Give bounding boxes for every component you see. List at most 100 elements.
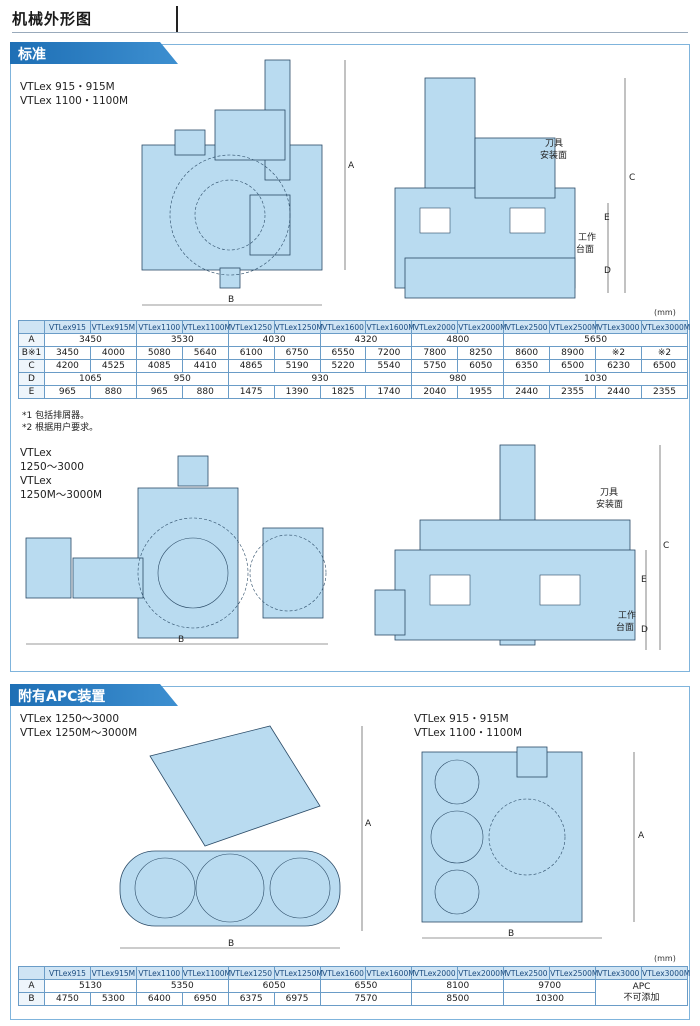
row-label: B bbox=[18, 992, 45, 1006]
drawing-standard-plan-large: B bbox=[18, 448, 348, 658]
cell: 4800 bbox=[411, 333, 505, 347]
cell: 965 bbox=[44, 385, 91, 399]
row-label: A bbox=[18, 979, 45, 993]
table-row-C: C 4200 4525 4085 4410 4865 5190 5220 554… bbox=[18, 359, 689, 373]
cell: 880 bbox=[89, 385, 137, 399]
table-header-row: VTLex915 VTLex915M VTLex1100 VTLex1100M … bbox=[18, 966, 691, 980]
cell: 6400 bbox=[135, 992, 183, 1006]
cell: 6550 bbox=[319, 346, 367, 360]
cell: 1740 bbox=[365, 385, 413, 399]
drawing-standard-plan-small: B A bbox=[130, 50, 370, 318]
svg-text:B: B bbox=[178, 635, 184, 645]
col-header: VTLex1600 bbox=[319, 320, 367, 334]
cell: 1825 bbox=[319, 385, 367, 399]
drawing-apc-small: B A bbox=[412, 742, 652, 952]
col-header: VTLex3000M bbox=[640, 966, 691, 980]
cell: 4320 bbox=[319, 333, 413, 347]
svg-text:A: A bbox=[348, 161, 355, 171]
model-label-bottom: VTLex 1250〜3000 VTLex 1250M〜3000M bbox=[20, 447, 103, 501]
cell: 8900 bbox=[549, 346, 597, 360]
col-header: VTLex3000 bbox=[595, 966, 642, 980]
cell: 4000 bbox=[89, 346, 137, 360]
col-header: VTLex1250M bbox=[273, 966, 323, 980]
cell: 4865 bbox=[227, 359, 275, 373]
svg-text:E: E bbox=[641, 575, 647, 585]
cell: 2440 bbox=[503, 385, 551, 399]
standard-unit-label: (mm) bbox=[654, 308, 676, 317]
cell: 880 bbox=[181, 385, 229, 399]
col-header: VTLex2000 bbox=[411, 966, 459, 980]
drawing-standard-front-large: C E D 刀具 安装面 工作 台面 bbox=[350, 440, 680, 665]
cell: 1475 bbox=[227, 385, 275, 399]
cell: 3450 bbox=[44, 346, 91, 360]
row-label: A bbox=[18, 333, 45, 347]
cell: 6350 bbox=[503, 359, 551, 373]
table-row-E: E 965 880 965 880 1475 1390 1825 1740 20… bbox=[18, 385, 689, 399]
col-header: VTLex915 bbox=[44, 320, 91, 334]
apc-unit-label: (mm) bbox=[654, 954, 676, 963]
cell: 6375 bbox=[227, 992, 275, 1006]
svg-text:B: B bbox=[508, 929, 514, 939]
apc-model-label-left: VTLex 1250〜3000 VTLex 1250M〜3000M bbox=[20, 713, 138, 739]
col-header: VTLex1250 bbox=[227, 966, 275, 980]
cell: 7570 bbox=[319, 992, 413, 1006]
col-header: VTLex915M bbox=[89, 966, 137, 980]
col-header: VTLex1250M bbox=[273, 320, 323, 334]
col-header: VTLex1100 bbox=[135, 320, 183, 334]
cell: 8600 bbox=[503, 346, 551, 360]
table-row-A: A 5130 5350 6050 6550 8100 9700 APC 不可添加 bbox=[18, 979, 688, 1006]
col-header: VTLex2000M bbox=[457, 320, 507, 334]
col-header: VTLex1250 bbox=[227, 320, 275, 334]
col-header: VTLex1600 bbox=[319, 966, 367, 980]
cell: 950 bbox=[135, 372, 229, 386]
col-header: VTLex2500 bbox=[503, 320, 551, 334]
cell: 5300 bbox=[89, 992, 137, 1006]
col-header: VTLex3000 bbox=[595, 320, 642, 334]
cell: 4525 bbox=[89, 359, 137, 373]
header-rule bbox=[12, 32, 688, 33]
svg-text:台面: 台面 bbox=[616, 621, 634, 633]
cell: 965 bbox=[135, 385, 183, 399]
svg-text:台面: 台面 bbox=[576, 243, 594, 255]
cell: 4750 bbox=[44, 992, 91, 1006]
col-header: VTLex915 bbox=[44, 966, 91, 980]
cell: 3530 bbox=[135, 333, 229, 347]
svg-text:刀具: 刀具 bbox=[545, 138, 563, 149]
cell: 7800 bbox=[411, 346, 459, 360]
cell: 6050 bbox=[227, 979, 321, 993]
table-row-A: A 3450 3530 4030 4320 4800 5650 bbox=[18, 333, 688, 347]
svg-text:C: C bbox=[663, 541, 669, 551]
cell: 4200 bbox=[44, 359, 91, 373]
cell: 6500 bbox=[549, 359, 597, 373]
cell: 4410 bbox=[181, 359, 229, 373]
cell: 5640 bbox=[181, 346, 229, 360]
col-header: VTLex1100M bbox=[181, 320, 232, 334]
cell: 5750 bbox=[411, 359, 459, 373]
table-header-row: VTLex915 VTLex915M VTLex1100 VTLex1100M … bbox=[18, 320, 690, 334]
col-header: VTLex2000 bbox=[411, 320, 459, 334]
drawing-standard-front-small: C E D 刀具 安装面 工作 台面 bbox=[380, 68, 650, 302]
standard-notes: *1 包括排屑器。 *2 根据用户要求。 bbox=[22, 411, 99, 433]
cell: 5130 bbox=[44, 979, 137, 993]
cell: 1030 bbox=[503, 372, 688, 386]
svg-text:E: E bbox=[604, 213, 610, 223]
cell: 5350 bbox=[135, 979, 229, 993]
apc-spec-table: VTLex915 VTLex915M VTLex1100 VTLex1100M … bbox=[18, 966, 691, 1006]
cell: 2040 bbox=[411, 385, 459, 399]
apc-section-tab: 附有APC装置 bbox=[10, 684, 178, 706]
cell: 6050 bbox=[457, 359, 505, 373]
cell: 8100 bbox=[411, 979, 505, 993]
cell: 5220 bbox=[319, 359, 367, 373]
svg-text:B: B bbox=[228, 939, 234, 949]
cell: 7200 bbox=[365, 346, 413, 360]
cell: 2355 bbox=[640, 385, 689, 399]
cell: 1065 bbox=[44, 372, 137, 386]
table-row-D: D 1065 950 930 980 1030 bbox=[18, 372, 688, 386]
col-header: VTLex1600M bbox=[365, 320, 415, 334]
cell: 10300 bbox=[503, 992, 597, 1006]
cell: 980 bbox=[411, 372, 505, 386]
cell: 6975 bbox=[273, 992, 321, 1006]
cell: 1390 bbox=[273, 385, 321, 399]
model-label-top: VTLex 915・915M VTLex 1100・1100M bbox=[20, 81, 129, 107]
cell: 6950 bbox=[181, 992, 229, 1006]
